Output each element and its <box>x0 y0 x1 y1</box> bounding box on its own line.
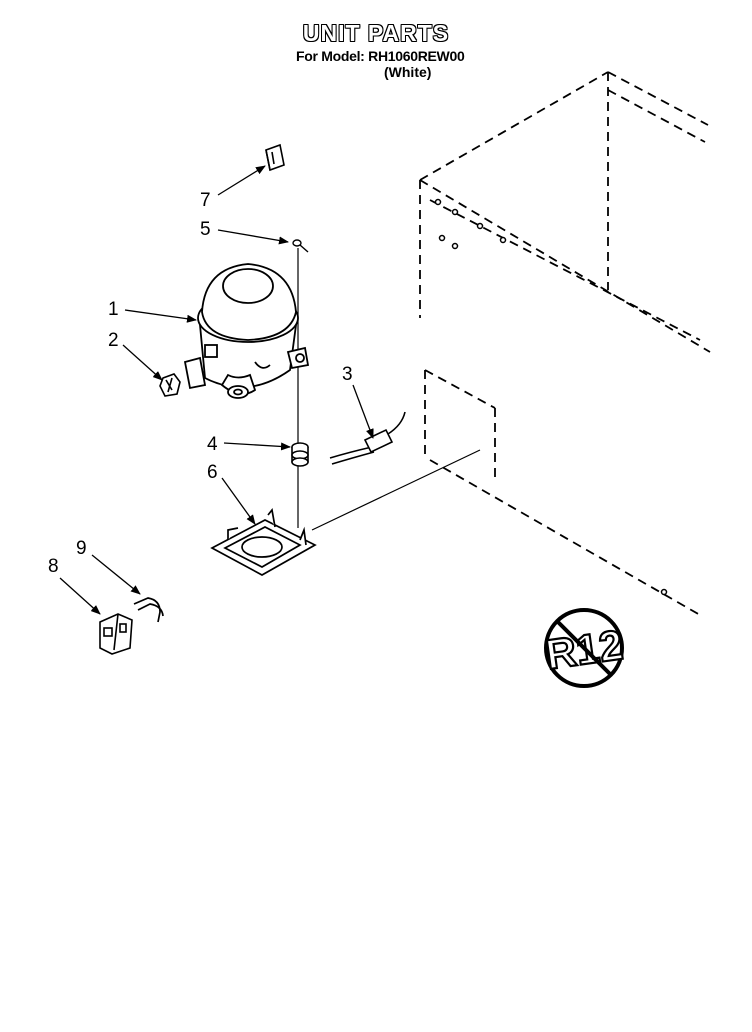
callout-2: 2 <box>108 330 119 351</box>
part-4-grommet <box>291 442 309 467</box>
callout-3: 3 <box>342 364 353 385</box>
part-3-drier-tube <box>329 411 406 465</box>
callout-1: 1 <box>108 299 119 320</box>
no-r12-prohibition-icon: R12 <box>542 608 627 688</box>
callout-4: 4 <box>207 434 218 455</box>
model-line: For Model: RH1060REW00 <box>296 48 465 64</box>
callout-7: 7 <box>200 190 211 211</box>
alignment-line <box>297 248 481 531</box>
part-1-compressor <box>183 263 310 399</box>
part-9-wire-clip <box>133 597 164 623</box>
part-7-overload <box>265 143 285 172</box>
part-8-bracket <box>99 613 133 655</box>
callout-8: 8 <box>48 556 59 577</box>
diagram-title: UNIT PARTS <box>302 20 450 46</box>
part-2-terminal-cover <box>159 373 181 397</box>
color-line: (White) <box>384 64 432 80</box>
part-5-clip <box>292 239 309 253</box>
part-6-base-plate <box>210 508 317 576</box>
leader-lines <box>59 165 374 615</box>
callout-5: 5 <box>200 219 211 240</box>
cabinet-outline <box>419 71 711 616</box>
callout-6: 6 <box>207 462 218 483</box>
cabinet-mounting-holes <box>434 198 668 596</box>
callout-9: 9 <box>76 538 87 559</box>
